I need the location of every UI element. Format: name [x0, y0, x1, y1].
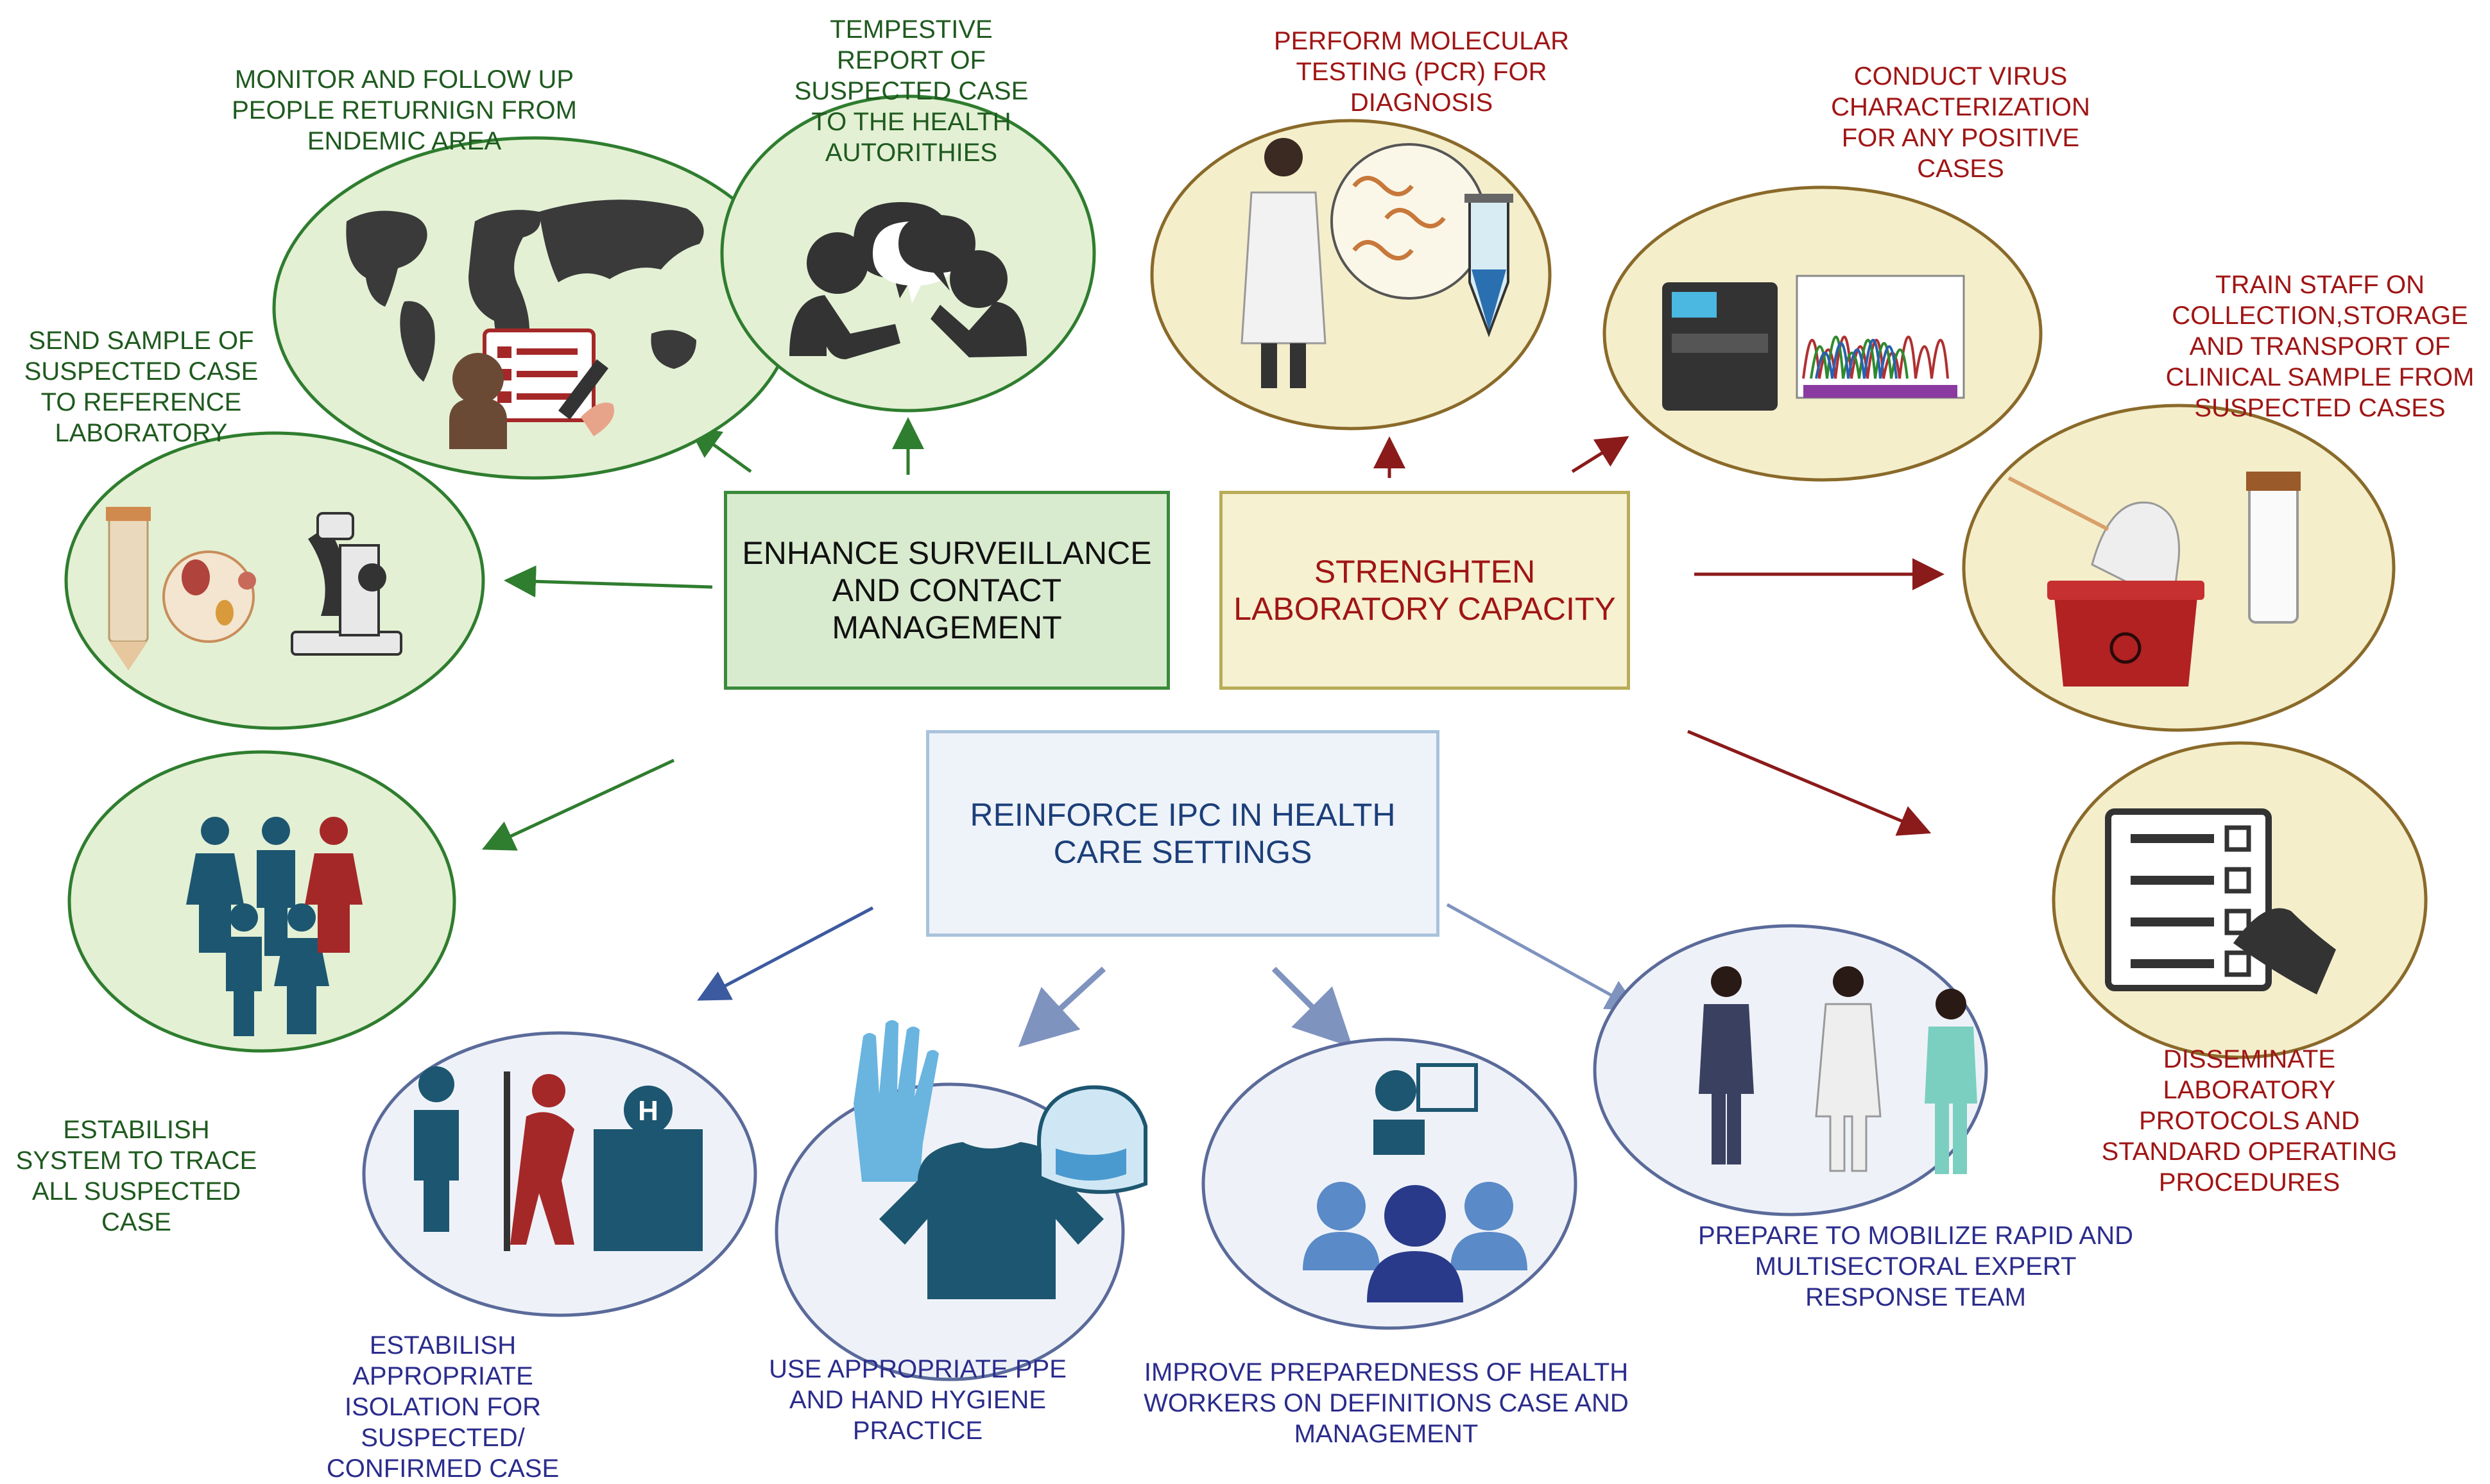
characterization-circle: [1602, 185, 2043, 482]
two-people-talking-icon: [789, 202, 1027, 359]
report-label: TEMPESTIVE REPORT OF SUSPECTED CASE TO T…: [794, 15, 1029, 167]
arrow-to-protocols: [1687, 729, 1932, 836]
ipc-box: REINFORCE IPC IN HEALTH CARE SETTINGS: [926, 730, 1439, 937]
protocols-circle: [2052, 741, 2428, 1059]
mobilize-circle: [1593, 924, 1988, 1216]
arrow-to-send-sample: [504, 565, 713, 598]
monitor-circle: [272, 136, 796, 480]
send-sample-circle: [64, 431, 485, 730]
arrows: [481, 417, 1945, 1048]
ipc-title: REINFORCE IPC IN HEALTH CARE SETTINGS: [970, 797, 1396, 870]
sequencer-chromatogram-icon: [1662, 275, 1965, 411]
preparedness-label: IMPROVE PREPAREDNESS OF HEALTH WORKERS O…: [1144, 1358, 1629, 1448]
laboratory-title: STRENGHTEN LABORATORY CAPACITY: [1233, 554, 1616, 627]
monitor-label: MONITOR AND FOLLOW UP PEOPLE RETURNIGN F…: [232, 65, 577, 155]
arrow-to-ppe: [1018, 966, 1106, 1048]
train-label: TRAIN STAFF ON COLLECTION,STORAGE AND TR…: [2165, 271, 2475, 422]
mobilize-label: PREPARE TO MOBILIZE RAPID AND MULTISECTO…: [1698, 1222, 2133, 1311]
pcr-circle: [1150, 119, 1552, 431]
arrow-to-preparedness: [1271, 966, 1353, 1048]
trace-circle: [67, 750, 456, 1053]
isolation-hospital-icon: H: [414, 1066, 703, 1251]
surveillance-box: ENHANCE SURVEILLANCE AND CONTACT MANAGEM…: [724, 491, 1170, 690]
arrow-to-isolation: [697, 906, 874, 1001]
isolation-circle: H: [362, 1031, 757, 1317]
ppe-label: USE APPROPRIATE PPE AND HAND HYGIENE PRA…: [769, 1355, 1067, 1445]
people-group-icon: [186, 817, 363, 1036]
ppe-circle: [775, 1020, 1147, 1381]
report-circle: [720, 94, 1096, 413]
train-circle: [1962, 404, 2396, 732]
arrow-to-characterization: [1571, 436, 1629, 473]
preparedness-circle: [1201, 1037, 1577, 1330]
swab-biohazard-box-icon: [2007, 472, 2301, 687]
protocols-label: DISSEMINATE LABORATORY PROTOCOLS AND STA…: [2101, 1045, 2398, 1197]
arrow-to-trace: [481, 758, 675, 851]
isolation-label: ESTABILISH APPROPRIATE ISOLATION FOR SUS…: [326, 1331, 560, 1483]
surveillance-title: ENHANCE SURVEILLANCE AND CONTACT MANAGEM…: [742, 535, 1152, 645]
expert-response-team-icon: [1699, 966, 1977, 1174]
trace-label: ESTABILISH SYSTEM TO TRACE ALL SUSPECTED…: [15, 1116, 257, 1236]
send-sample-label: SEND SAMPLE OF SUSPECTED CASE TO REFEREN…: [24, 327, 259, 447]
checklist-pen-icon: [2105, 808, 2336, 994]
arrow-to-mobilize: [1446, 903, 1639, 1011]
pcr-label: PERFORM MOLECULAR TESTING (PCR) FOR DIAG…: [1273, 27, 1570, 117]
characterization-label: CONDUCT VIRUS CHARACTERIZATION FOR ANY P…: [1831, 62, 2090, 183]
scientist-dna-tube-icon: [1241, 138, 1513, 388]
glove-gown-faceshield-icon: [854, 1020, 1147, 1299]
world-map-checklist-icon: [346, 200, 704, 449]
lab-tube-microscope-icon: [106, 507, 402, 670]
training-audience-icon: [1303, 1063, 1527, 1302]
laboratory-box: STRENGHTEN LABORATORY CAPACITY: [1219, 491, 1630, 690]
svg-text:H: H: [638, 1095, 658, 1127]
